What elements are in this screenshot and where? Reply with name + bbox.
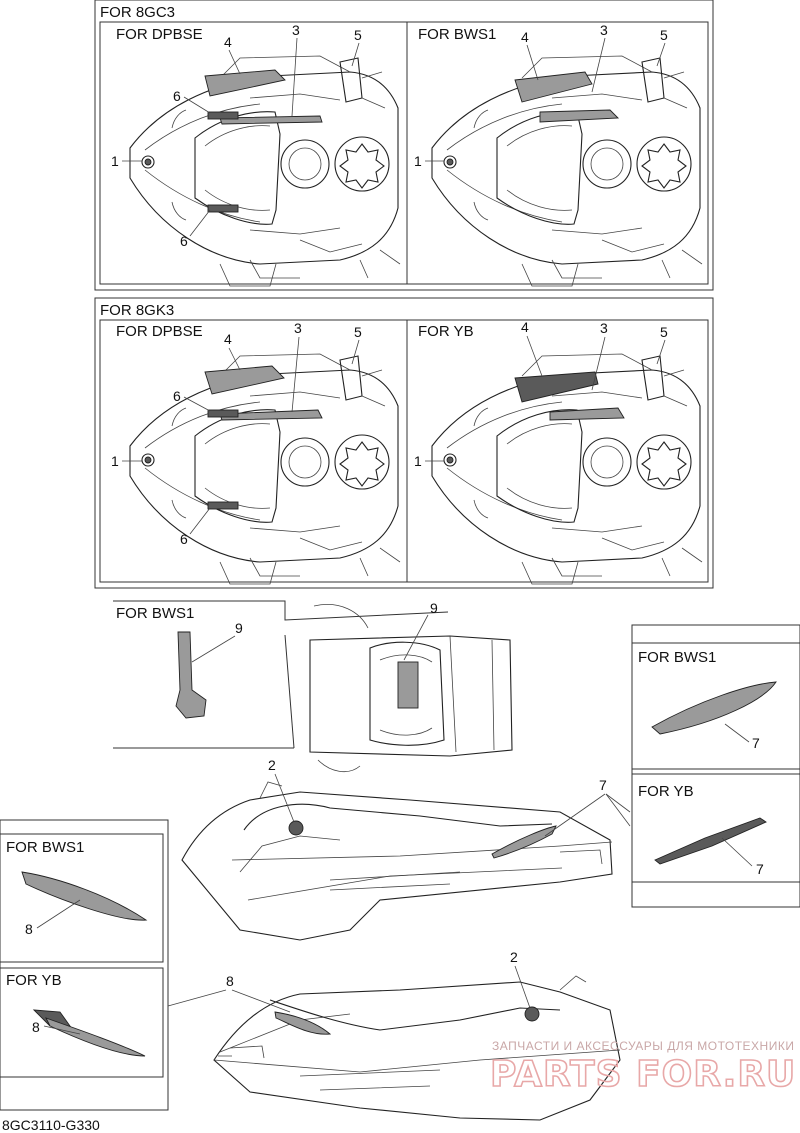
callout-8-b: 8: [32, 1019, 40, 1035]
callout-4-d: 4: [521, 319, 529, 335]
variant-label-bws1-8gc3: FOR BWS1: [418, 26, 496, 43]
callout-5-a: 5: [354, 27, 362, 43]
variant-label-bws1-right: FOR BWS1: [638, 649, 716, 666]
callout-1-a: 1: [111, 153, 119, 169]
decal-6-lower: [207, 501, 239, 510]
decal-3: [219, 409, 323, 421]
callout-9-b: 9: [430, 600, 438, 616]
hull-view-8gc3-bws1: [431, 55, 703, 287]
decal-3: [539, 109, 620, 123]
watermark-tagline: ЗАПЧАСТИ И АКСЕССУАРЫ ДЛЯ МОТОТЕХНИКИ: [492, 1039, 794, 1053]
decal-3: [219, 115, 323, 125]
callout-6-b: 6: [180, 233, 188, 249]
decal-4: [514, 371, 599, 403]
callout-1-c: 1: [111, 453, 119, 469]
callout-1-b: 1: [414, 153, 422, 169]
hull-view-8gk3-dpbse: [129, 353, 401, 585]
callout-4-c: 4: [224, 331, 232, 347]
model-label-8gc3: FOR 8GC3: [100, 4, 175, 21]
callout-3-d: 3: [600, 320, 608, 336]
callout-6-a: 6: [173, 88, 181, 104]
variant-label-yb-8gk3: FOR YB: [418, 323, 474, 340]
decal-9: [175, 631, 207, 719]
decal-9-applied: [397, 661, 419, 709]
callout-8-a: 8: [25, 921, 33, 937]
variant-label-dpbse-8gc3: FOR DPBSE: [116, 26, 203, 43]
callout-1-d: 1: [414, 453, 422, 469]
callout-5-d: 5: [660, 324, 668, 340]
decal-6-upper: [207, 111, 239, 120]
decal-7-bws1: [651, 681, 777, 735]
panel-bws1-grip: FOR BWS1 9: [113, 600, 449, 749]
variant-label-bws1-grip: FOR BWS1: [116, 605, 194, 622]
decal-4: [204, 69, 286, 97]
decal-8-yb-part: [32, 1009, 71, 1027]
decal-8-applied: [274, 1011, 332, 1035]
variant-label-bws1-left: FOR BWS1: [6, 839, 84, 856]
callout-3-c: 3: [294, 320, 302, 336]
watermark: ЗАПЧАСТИ И АКСЕССУАРЫ ДЛЯ МОТОТЕХНИКИ PA…: [489, 1039, 796, 1096]
variant-label-yb-left: FOR YB: [6, 972, 62, 989]
callout-3-a: 3: [292, 22, 300, 38]
decal-7-yb: [654, 817, 767, 865]
hull-view-8gc3-dpbse: [129, 55, 401, 287]
decal-4: [204, 365, 285, 395]
callout-7-a: 7: [752, 735, 760, 751]
decal-6-upper: [207, 409, 239, 418]
seat-top-view: 9: [309, 600, 513, 773]
decal-4: [514, 71, 593, 103]
figure-code: 8GC3110-G330: [2, 1117, 100, 1133]
panel-7-insets: FOR BWS1 7 FOR YB 7: [631, 624, 800, 908]
panel-8-insets: FOR BWS1 8 FOR YB 8: [0, 819, 169, 1111]
callout-7-c: 7: [599, 777, 607, 793]
hull-side-view-upper: [181, 781, 613, 941]
decal-7-applied: [491, 825, 557, 859]
decal-6-lower: [207, 204, 239, 213]
hull-view-8gk3-yb: [431, 353, 703, 585]
model-label-8gk3: FOR 8GK3: [100, 302, 174, 319]
callout-7-b: 7: [756, 861, 764, 877]
frame-8gk3: FOR 8GK3 FOR DPBSE FOR YB 1 3 4 5 6 6 1: [94, 297, 714, 589]
callout-6-c: 6: [173, 388, 181, 404]
variant-label-yb-right: FOR YB: [638, 783, 694, 800]
frame-8gc3: FOR 8GC3 FOR DPBSE FOR BWS1 1 3 4 5 6 6: [94, 0, 714, 291]
callout-2-a: 2: [268, 757, 276, 773]
decal-8-yb: [45, 1017, 146, 1057]
emblem-2-upper: [288, 820, 304, 836]
callout-2-b: 2: [510, 949, 518, 965]
variant-label-dpbse-8gk3: FOR DPBSE: [116, 323, 203, 340]
callout-5-b: 5: [660, 27, 668, 43]
callout-6-d: 6: [180, 531, 188, 547]
callout-5-c: 5: [354, 324, 362, 340]
callout-4-b: 4: [521, 29, 529, 45]
emblem-2-lower: [524, 1006, 540, 1022]
callout-8-c: 8: [226, 973, 234, 989]
callout-4-a: 4: [224, 34, 232, 50]
decal-8-bws1: [21, 871, 148, 921]
callout-9-a: 9: [235, 620, 243, 636]
hull-side-view-lower: [213, 975, 621, 1121]
decal-3: [549, 407, 625, 421]
watermark-brand: PARTS FOR.RU: [490, 1054, 796, 1095]
callout-3-b: 3: [600, 22, 608, 38]
